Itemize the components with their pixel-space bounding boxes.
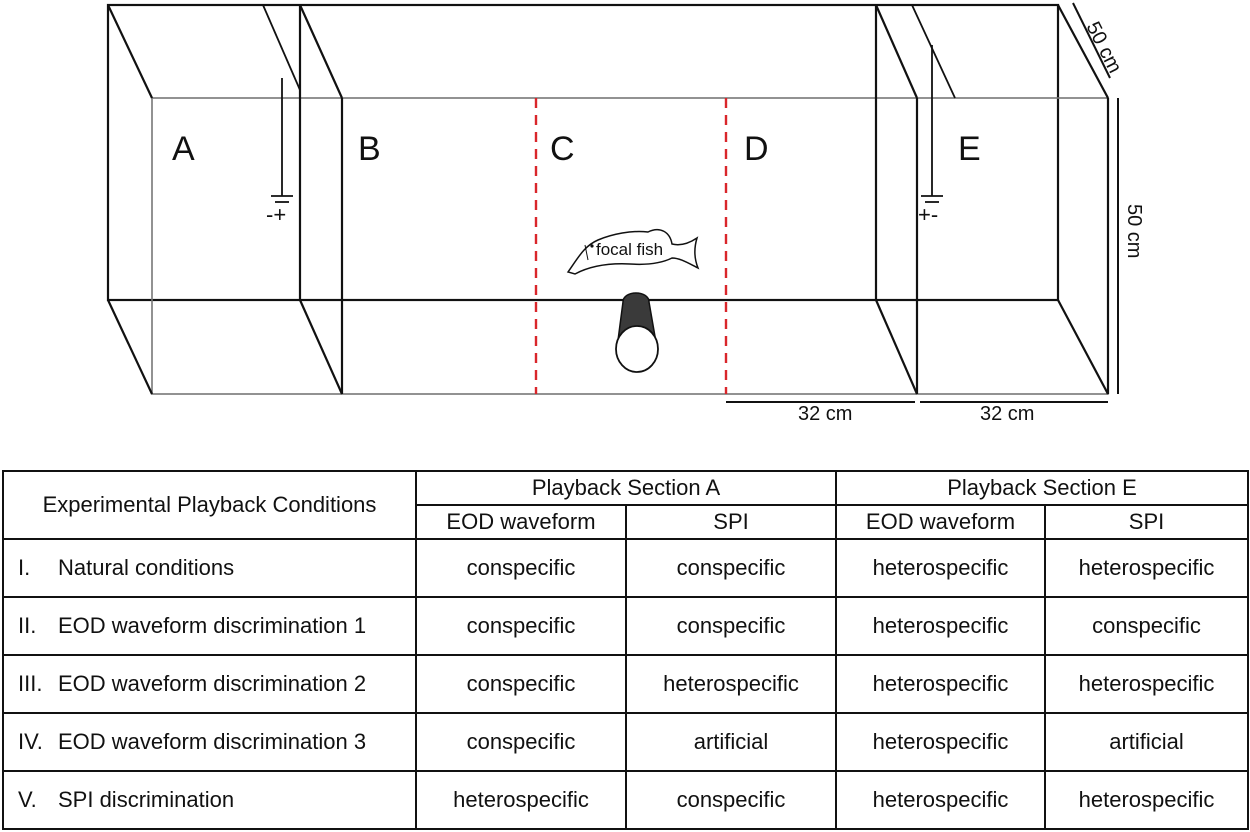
tank-diagram: -+ +- A B C D E focal fish 50 cm 50 cm 3…	[106, 2, 1145, 425]
dimension-lines	[726, 2, 1119, 403]
table-cell: conspecific	[415, 596, 627, 656]
condition-label: EOD waveform discrimination 2	[58, 671, 367, 696]
section-label-c: C	[550, 130, 575, 168]
tank-outline	[106, 3, 1110, 395]
dim-d-width-label: 32 cm	[798, 403, 852, 425]
condition-number: I.	[18, 555, 31, 580]
table-row: III. EOD waveform discrimination 2 conspe…	[2, 654, 1250, 714]
table-header-row: Experimental Playback Conditions Playbac…	[2, 470, 1250, 540]
table-cell: heterospecific	[415, 770, 627, 830]
condition-number: II.	[18, 613, 37, 638]
table-cell: heterospecific	[625, 654, 837, 714]
electrode-left	[262, 4, 301, 203]
condition-cell: IV. EOD waveform discrimination 3	[2, 712, 417, 772]
table-cell: conspecific	[625, 596, 837, 656]
table-cell: heterospecific	[1043, 538, 1250, 598]
table-cell: heterospecific	[835, 770, 1046, 830]
subheader-e-eod: EOD waveform	[835, 504, 1046, 540]
dim-height-label: 50 cm	[1123, 204, 1145, 258]
dim-depth-label: 50 cm	[1082, 18, 1126, 77]
subheader-a-eod: EOD waveform	[415, 504, 627, 540]
dim-e-width-label: 32 cm	[980, 403, 1034, 425]
playback-conditions-table: Experimental Playback Conditions Playbac…	[2, 470, 1250, 830]
table-row: IV. EOD waveform discrimination 3 conspec…	[2, 712, 1250, 772]
partition-left	[298, 4, 344, 395]
condition-label: Natural conditions	[58, 555, 235, 580]
condition-number: V.	[18, 787, 37, 812]
table-cell: artificial	[1043, 712, 1250, 772]
shelter-tube-icon	[615, 292, 659, 373]
condition-cell: V. SPI discrimination	[2, 770, 417, 830]
table-cell: conspecific	[415, 654, 627, 714]
electrode-left-polarity: -+	[266, 202, 286, 227]
table-cell: heterospecific	[1043, 654, 1250, 714]
table-cell: conspecific	[625, 770, 837, 830]
table-subheader-row: EOD waveform SPI EOD waveform SPI	[3, 504, 1250, 540]
red-dashed-dividers	[534, 98, 728, 394]
table-cell: heterospecific	[835, 712, 1046, 772]
electrode-right-polarity: +-	[918, 202, 938, 227]
table-cell: conspecific	[1043, 596, 1250, 656]
group-header-e: Playback Section E	[834, 470, 1250, 506]
condition-number: III.	[18, 671, 43, 696]
table-cell: heterospecific	[835, 538, 1046, 598]
section-label-a: A	[172, 130, 195, 168]
section-label-d: D	[744, 130, 769, 168]
section-label-b: B	[358, 130, 381, 168]
table-row: I. Natural conditions conspecific conspec…	[2, 538, 1250, 598]
table-cell: artificial	[625, 712, 837, 772]
condition-number: IV.	[18, 729, 43, 754]
group-header-a: Playback Section A	[415, 470, 837, 506]
condition-cell: II. EOD waveform discrimination 1	[2, 596, 417, 656]
condition-label: EOD waveform discrimination 3	[58, 729, 367, 754]
partition-right	[874, 4, 919, 395]
table-cell: conspecific	[415, 712, 627, 772]
corner-header: Experimental Playback Conditions	[2, 470, 417, 540]
electrode-right	[911, 4, 956, 203]
condition-label: SPI discrimination	[58, 787, 235, 812]
condition-cell: I. Natural conditions	[2, 538, 417, 598]
subheader-a-spi: SPI	[625, 504, 837, 540]
table-row: II. EOD waveform discrimination 1 conspec…	[2, 596, 1250, 656]
section-label-e: E	[958, 130, 981, 168]
condition-cell: III. EOD waveform discrimination 2	[2, 654, 417, 714]
table-cell: conspecific	[415, 538, 627, 598]
focal-fish-label: focal fish	[596, 240, 663, 259]
table-cell: heterospecific	[1043, 770, 1250, 830]
subheader-e-spi: SPI	[1043, 504, 1250, 540]
focal-fish-icon	[566, 228, 700, 275]
table-cell: heterospecific	[835, 596, 1046, 656]
table-cell: conspecific	[625, 538, 837, 598]
table-row: V. SPI discrimination heterospecific cons…	[2, 770, 1250, 830]
table-cell: heterospecific	[835, 654, 1046, 714]
condition-label: EOD waveform discrimination 1	[58, 613, 367, 638]
